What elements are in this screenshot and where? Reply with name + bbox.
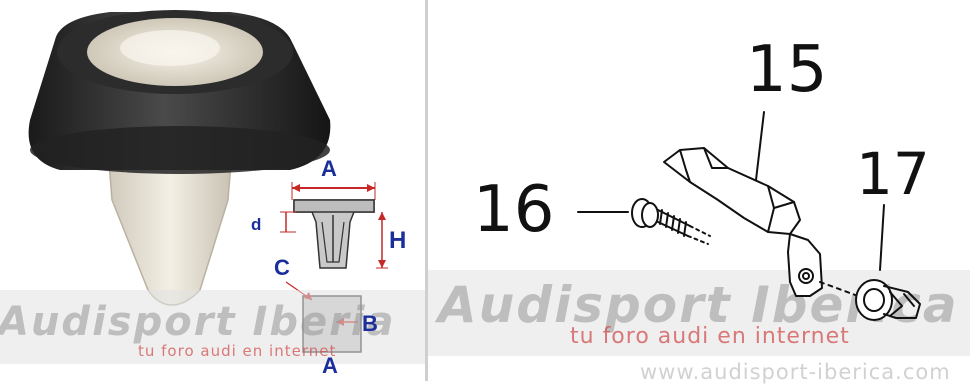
part-callout-15: 15 bbox=[746, 33, 828, 107]
dimension-label-a-bottom: A bbox=[322, 353, 338, 378]
watermark-tagline: tu foro audi en internet bbox=[138, 342, 337, 360]
dimension-label-b: B bbox=[362, 311, 378, 336]
dimension-label-a-top: A bbox=[321, 156, 337, 181]
watermark-band bbox=[0, 290, 425, 364]
dimension-label-h: H bbox=[389, 227, 407, 254]
right-panel: Audisport Iberica tu foro audi en intern… bbox=[428, 0, 970, 384]
watermark-logo-text: Audisport Iberia bbox=[0, 299, 396, 345]
watermark-tagline: tu foro audi en internet bbox=[570, 324, 850, 349]
parts-diagram bbox=[577, 111, 921, 321]
watermark-url: www.audisport-iberica.com bbox=[640, 360, 951, 384]
panel-divider bbox=[425, 0, 428, 381]
part-callout-17: 17 bbox=[856, 140, 930, 208]
dimension-label-c: C bbox=[274, 255, 290, 280]
clip-photo bbox=[28, 10, 331, 306]
part-callout-16: 16 bbox=[473, 173, 555, 247]
left-panel: Audisport Iberia tu foro audi en interne… bbox=[0, 0, 425, 381]
dimension-label-d: d bbox=[251, 215, 262, 234]
